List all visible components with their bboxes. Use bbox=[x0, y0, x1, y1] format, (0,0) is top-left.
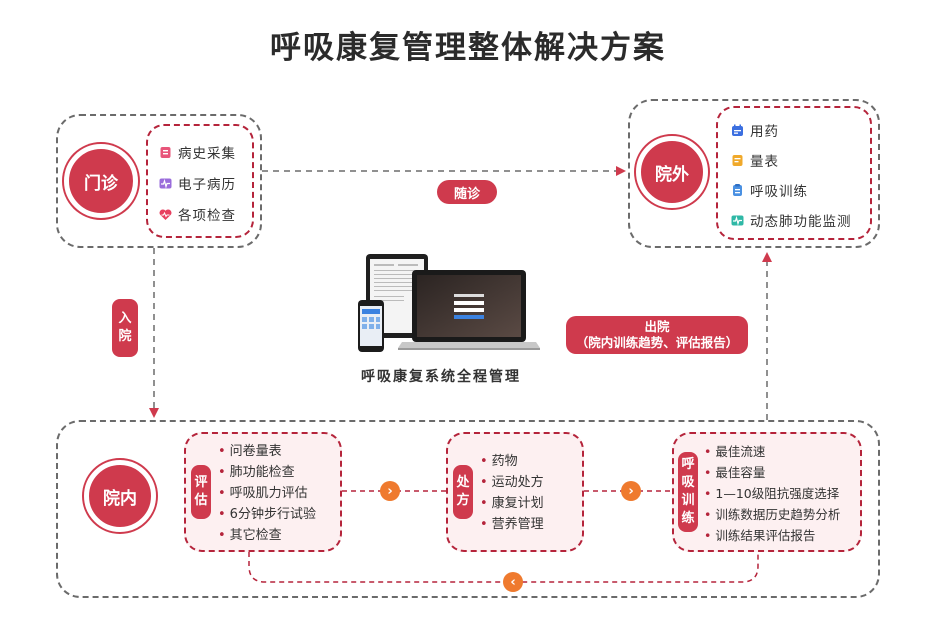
xunlian-tag: 呼 吸 训 练 bbox=[678, 452, 698, 532]
chuyuan-title: 出院 bbox=[644, 319, 670, 334]
ruyuan-char: 院 bbox=[118, 329, 132, 344]
menzhen-circle[interactable]: 门诊 bbox=[64, 144, 138, 218]
yuanwai-item-label: 动态肺功能监测 bbox=[750, 214, 852, 230]
yuanwai-item-breathing[interactable]: 呼吸训练 bbox=[730, 180, 808, 200]
chufang-item[interactable]: 康复计划 bbox=[480, 493, 544, 514]
ruyuan-label: 入 院 bbox=[112, 299, 138, 357]
yuannei-circle[interactable]: 院内 bbox=[84, 460, 156, 532]
chufang-list: 药物 运动处方 康复计划 营养管理 bbox=[480, 451, 544, 535]
yuanwai-item-monitor[interactable]: 动态肺功能监测 bbox=[730, 210, 852, 230]
yuanwai-item-label: 呼吸训练 bbox=[750, 184, 808, 200]
xunlian-tag-char: 吸 bbox=[681, 475, 695, 490]
pinggu-item[interactable]: 呼吸肌力评估 bbox=[218, 483, 316, 504]
xunlian-tag-char: 呼 bbox=[681, 457, 695, 472]
yuanwai-item-label: 量表 bbox=[750, 154, 779, 170]
checklist-icon bbox=[730, 183, 744, 197]
chufang-tag-char: 方 bbox=[456, 493, 470, 508]
calendar-icon bbox=[730, 123, 744, 137]
menzhen-item-label: 电子病历 bbox=[178, 177, 236, 193]
xunlian-tag-char: 训 bbox=[681, 493, 695, 508]
devices-illustration bbox=[358, 254, 540, 352]
chufang-item[interactable]: 药物 bbox=[480, 451, 544, 472]
monitor-pulse-icon bbox=[730, 213, 744, 227]
yuanwai-circle[interactable]: 院外 bbox=[636, 136, 708, 208]
xunlian-item[interactable]: 最佳容量 bbox=[704, 462, 840, 483]
pinggu-item[interactable]: 其它检查 bbox=[218, 525, 316, 546]
chuyuan-subtitle: （院内训练趋势、评估报告） bbox=[575, 335, 739, 350]
chufang-tag-char: 处 bbox=[456, 475, 470, 490]
xunlian-item[interactable]: 训练数据历史趋势分析 bbox=[704, 504, 840, 525]
pinggu-tag-char: 评 bbox=[194, 475, 208, 490]
menzhen-item-checks[interactable]: 各项检查 bbox=[158, 204, 236, 224]
heart-icon bbox=[158, 207, 172, 221]
system-caption: 呼吸康复系统全程管理 bbox=[361, 369, 521, 385]
menzhen-item-history[interactable]: 病史采集 bbox=[158, 142, 236, 162]
menzhen-group bbox=[56, 114, 262, 248]
ruyuan-char: 入 bbox=[118, 311, 132, 326]
yuanwai-item-label: 用药 bbox=[750, 124, 779, 140]
yuanwai-item-scale[interactable]: 量表 bbox=[730, 150, 779, 170]
pinggu-tag-char: 估 bbox=[194, 493, 208, 508]
menzhen-item-label: 各项检查 bbox=[178, 208, 236, 224]
yuanwai-item-medication[interactable]: 用药 bbox=[730, 120, 779, 140]
chufang-tag: 处 方 bbox=[453, 465, 473, 519]
chevron-left-icon: ‹ bbox=[503, 572, 523, 592]
page-title: 呼吸康复管理整体解决方案 bbox=[270, 30, 666, 66]
pinggu-tag: 评 估 bbox=[191, 465, 211, 519]
clipboard-icon bbox=[158, 145, 172, 159]
menzhen-item-emr[interactable]: 电子病历 bbox=[158, 173, 236, 193]
xunlian-list: 最佳流速 最佳容量 1—10级阻抗强度选择 训练数据历史趋势分析 训练结果评估报… bbox=[704, 441, 840, 546]
pinggu-item[interactable]: 肺功能检查 bbox=[218, 462, 316, 483]
pinggu-item[interactable]: 6分钟步行试验 bbox=[218, 504, 316, 525]
chevron-right-icon: › bbox=[380, 481, 400, 501]
pinggu-list: 问卷量表 肺功能检查 呼吸肌力评估 6分钟步行试验 其它检查 bbox=[218, 441, 316, 546]
xunlian-item[interactable]: 训练结果评估报告 bbox=[704, 525, 840, 546]
yuanwai-group bbox=[628, 99, 880, 248]
pinggu-item[interactable]: 问卷量表 bbox=[218, 441, 316, 462]
chufang-item[interactable]: 运动处方 bbox=[480, 472, 544, 493]
chevron-right-icon: › bbox=[621, 481, 641, 501]
yuannei-group bbox=[56, 420, 880, 598]
suizhen-label: 随诊 bbox=[437, 180, 497, 204]
menzhen-item-label: 病史采集 bbox=[178, 146, 236, 162]
xunlian-item[interactable]: 1—10级阻抗强度选择 bbox=[704, 483, 840, 504]
chufang-item[interactable]: 营养管理 bbox=[480, 514, 544, 535]
pulse-icon bbox=[158, 176, 172, 190]
xunlian-item[interactable]: 最佳流速 bbox=[704, 441, 840, 462]
chuyuan-label: 出院 （院内训练趋势、评估报告） bbox=[566, 316, 748, 354]
document-icon bbox=[730, 153, 744, 167]
xunlian-tag-char: 练 bbox=[681, 511, 695, 526]
